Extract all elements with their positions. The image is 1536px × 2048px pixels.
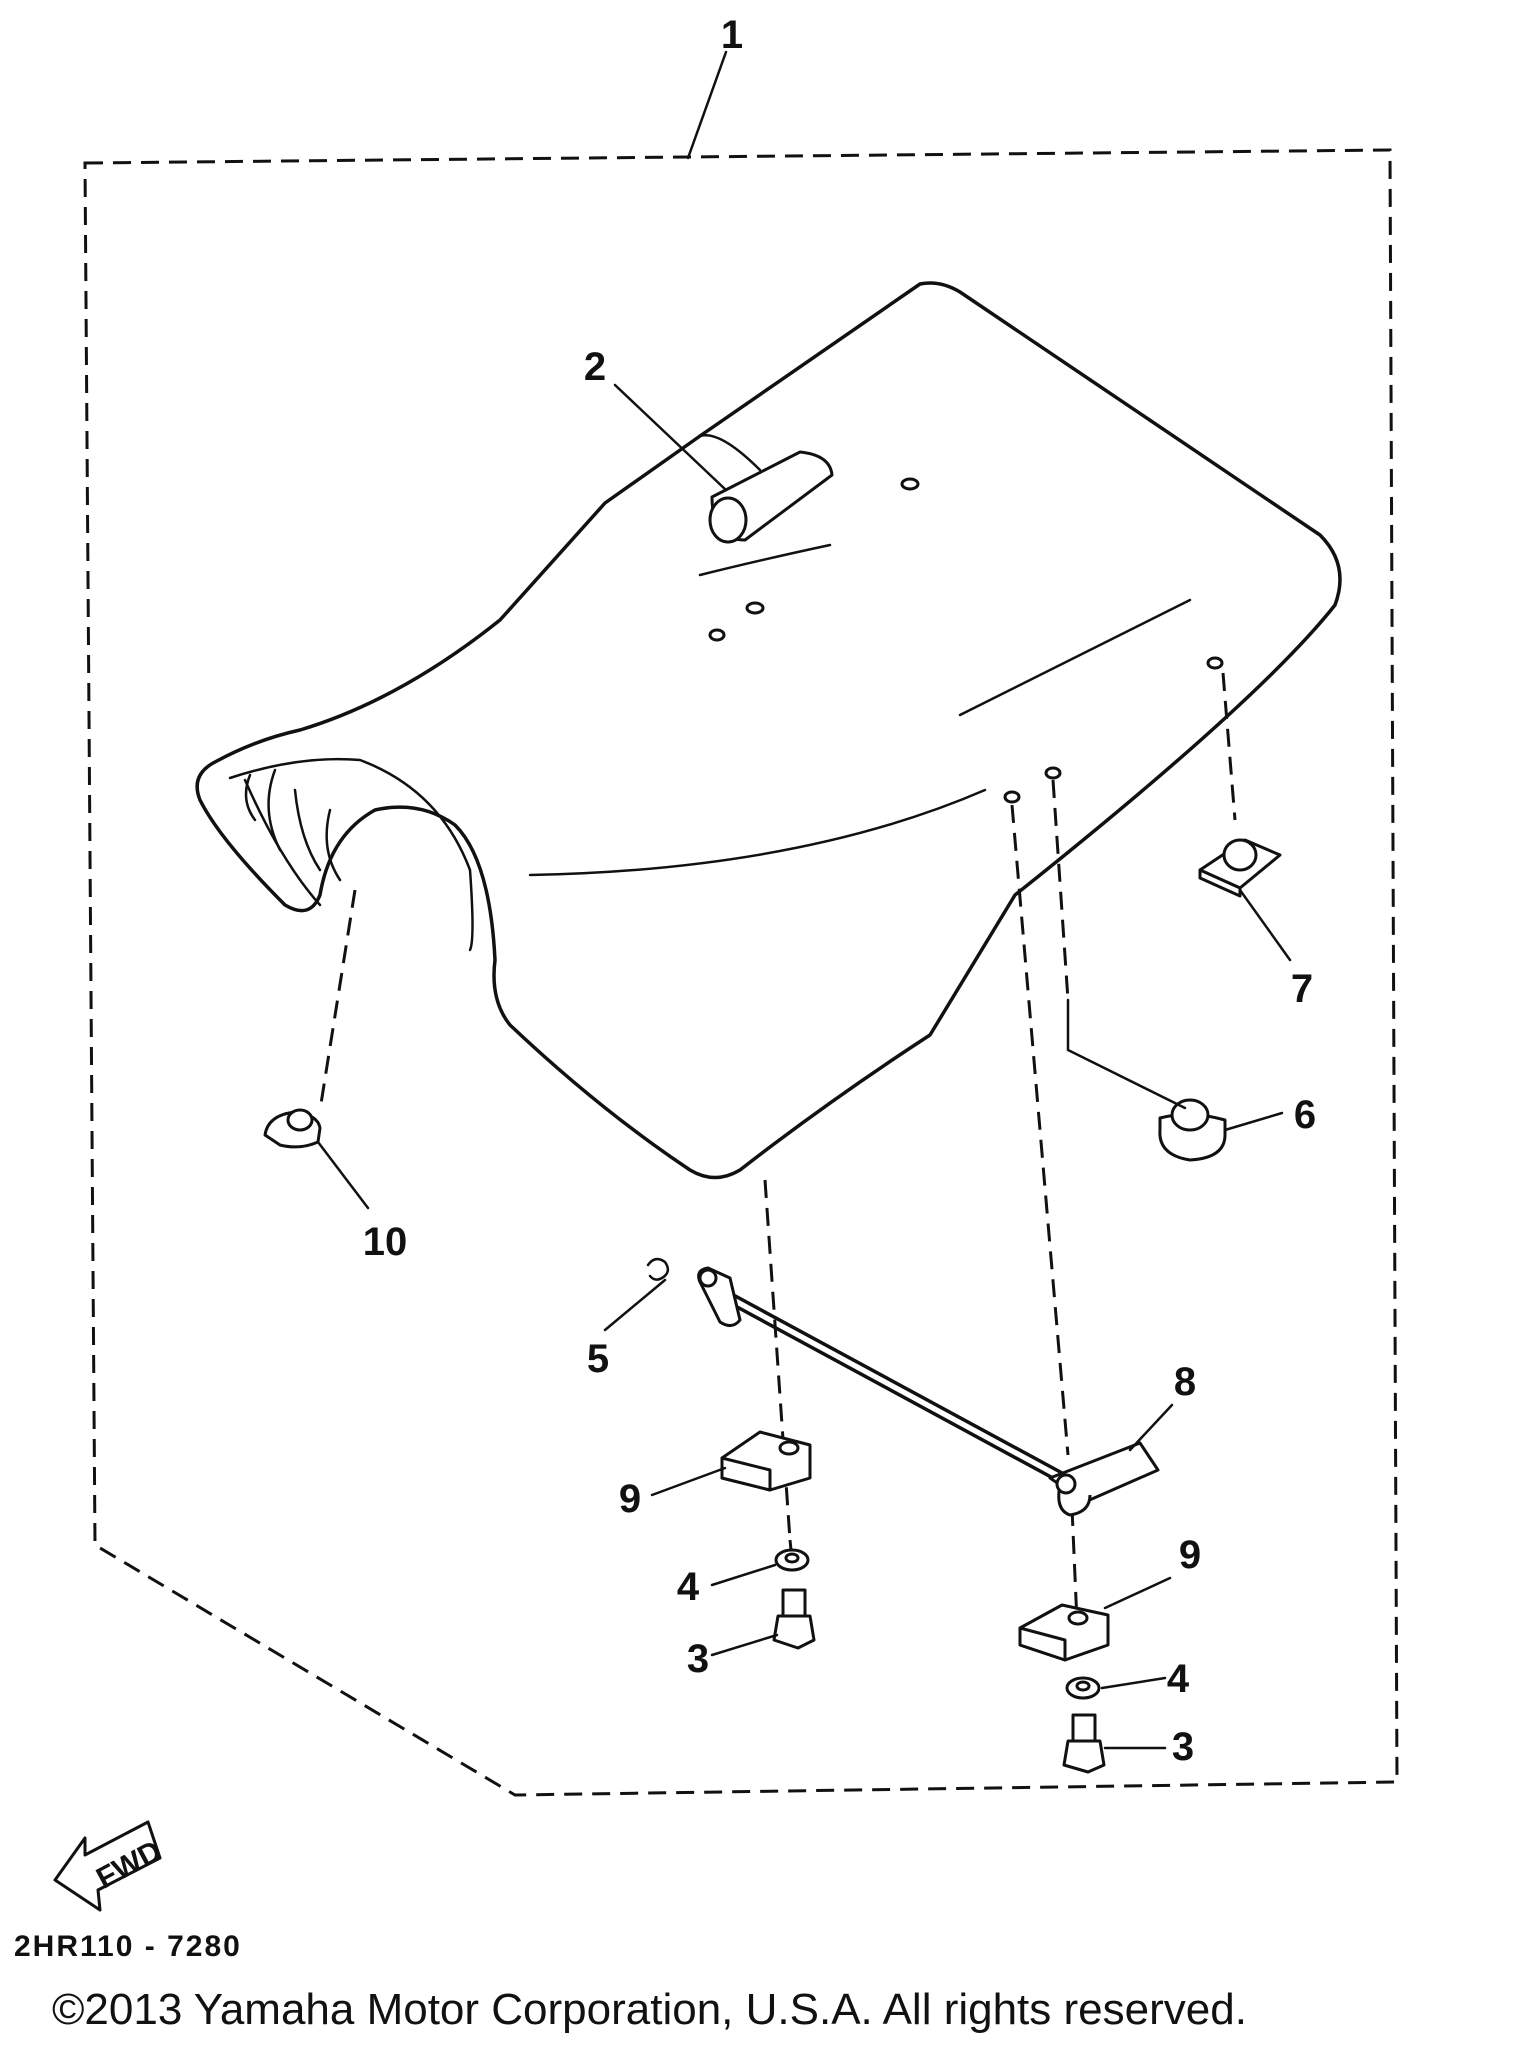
diagram-code: 2HR110 - 7280 bbox=[14, 1930, 242, 1963]
leader-7-dash bbox=[1221, 672, 1237, 821]
leader-6-dash bbox=[1051, 779, 1070, 1001]
callout-4-left: 4 bbox=[677, 1565, 700, 1609]
callout-5: 5 bbox=[587, 1337, 609, 1381]
callout-6: 6 bbox=[1294, 1093, 1316, 1137]
part-2-cylinder bbox=[613, 383, 834, 544]
part-3-bolt-right bbox=[1062, 1713, 1167, 1774]
assembly-boundary bbox=[83, 148, 1399, 1797]
callout-3-right: 3 bbox=[1172, 1725, 1194, 1769]
part-9-bracket-right bbox=[1018, 1576, 1172, 1662]
copyright-notice: ©2013 Yamaha Motor Corporation, U.S.A. A… bbox=[52, 1985, 1247, 2034]
callout-3-left: 3 bbox=[687, 1637, 709, 1681]
leader-8-dash bbox=[1010, 804, 1070, 1456]
part-7-clip-nut bbox=[1198, 838, 1292, 962]
part-5-spring bbox=[603, 1257, 670, 1332]
callout-9-right: 9 bbox=[1179, 1533, 1201, 1577]
callout-7: 7 bbox=[1291, 967, 1313, 1011]
part-3-bolt-left bbox=[710, 1588, 816, 1657]
callout-10: 10 bbox=[363, 1220, 408, 1264]
part-4-washer-left bbox=[710, 1548, 810, 1587]
callout-8: 8 bbox=[1174, 1360, 1196, 1404]
fwd-arrow-icon: FWD bbox=[53, 1820, 167, 1912]
seat bbox=[195, 281, 1342, 1180]
callout-9-left: 9 bbox=[619, 1477, 641, 1521]
callout-1: 1 bbox=[721, 13, 743, 57]
part-4-washer-right bbox=[1065, 1676, 1167, 1700]
callout-2: 2 bbox=[584, 345, 606, 389]
leader-9-dash bbox=[763, 1179, 792, 1541]
part-8-rod bbox=[697, 1266, 1174, 1517]
callout-4-right: 4 bbox=[1167, 1657, 1190, 1701]
part-9-bracket-left bbox=[650, 1430, 812, 1497]
part-6-damper bbox=[1066, 998, 1284, 1162]
part-10-damper bbox=[263, 1108, 370, 1210]
leader-1 bbox=[686, 50, 728, 160]
leader-10-dash bbox=[318, 889, 357, 1111]
